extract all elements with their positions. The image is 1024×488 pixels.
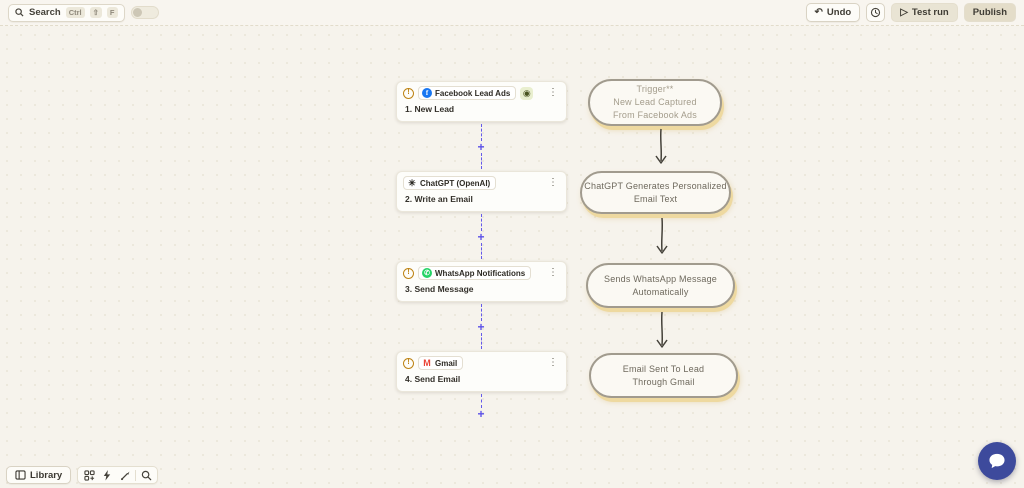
annotation-line: Automatically [632, 286, 689, 297]
whatsapp-icon: ✆ [422, 268, 432, 278]
undo-label: Undo [826, 7, 852, 18]
undo-icon: ↶ [814, 6, 823, 18]
annotation-whatsapp: Sends WhatsApp Message Automatically [586, 263, 735, 308]
annotation-trigger: Trigger** New Lead Captured From Faceboo… [588, 79, 722, 126]
step-card-whatsapp[interactable]: ! ✆ WhatsApp Notifications ⋮ 3. Send Mes… [396, 261, 567, 302]
wand-icon [120, 471, 130, 480]
chat-bubble-icon [989, 453, 1005, 469]
connector-4: + [474, 394, 488, 420]
app-pill-chatgpt[interactable]: ✳ ChatGPT (OpenAI) [403, 176, 497, 190]
app-pill-gmail[interactable]: M Gmail [418, 356, 464, 370]
openai-icon: ✳ [408, 177, 416, 188]
gmail-icon: M [423, 358, 431, 368]
topbar-toggle[interactable] [130, 6, 159, 19]
facebook-icon: f [422, 88, 432, 98]
step-title: 3. Send Message [405, 284, 474, 294]
toggle-knob [132, 8, 142, 17]
keycap-shift: ⇧ [89, 7, 102, 18]
step-menu-icon[interactable]: ⋮ [548, 267, 558, 278]
step-card-chatgpt[interactable]: ✳ ChatGPT (OpenAI) ⋮ 2. Write an Email [396, 171, 567, 212]
step-menu-icon[interactable]: ⋮ [548, 87, 558, 98]
connector-1: + [474, 124, 488, 169]
add-step-button[interactable]: + [477, 139, 485, 154]
instant-trigger-icon: ◉ [520, 86, 534, 100]
search-icon [15, 8, 24, 17]
app-pill-facebook[interactable]: f Facebook Lead Ads [418, 86, 517, 100]
step-menu-icon[interactable]: ⋮ [548, 357, 558, 368]
history-icon [871, 7, 881, 18]
dashed-line [480, 214, 482, 231]
chat-widget-button[interactable] [978, 442, 1016, 480]
add-step-button[interactable]: + [477, 407, 485, 421]
dashed-line [480, 332, 482, 349]
dashed-line [480, 242, 482, 259]
notes-tool-button[interactable] [117, 468, 133, 482]
step-menu-icon[interactable]: ⋮ [548, 177, 558, 188]
annotation-line: New Lead Captured [613, 97, 697, 107]
library-label: Library [30, 469, 63, 481]
warning-icon: ! [403, 267, 414, 279]
annotation-line: Email Sent To Lead [622, 363, 705, 374]
step-title: 1. New Lead [405, 104, 455, 114]
app-name: Gmail [435, 358, 458, 368]
annotation-line: From Facebook Ads [613, 110, 697, 120]
lightning-icon [104, 469, 111, 481]
warning-icon: ! [403, 87, 414, 99]
add-step-button[interactable]: + [477, 229, 485, 244]
app-name: WhatsApp Notifications [435, 268, 526, 278]
grid-add-icon [84, 469, 95, 481]
step-card-facebook-lead-ads[interactable]: ! f Facebook Lead Ads ◉ ⋮ 1. New Lead [396, 81, 567, 122]
step-title: 4. Send Email [405, 374, 461, 384]
test-run-label: Test run [911, 7, 949, 18]
magnifier-icon [141, 470, 152, 480]
test-run-button[interactable]: ▷ Test run [891, 3, 958, 22]
apps-grid-button[interactable] [81, 468, 97, 482]
app-name: ChatGPT (OpenAI) [420, 178, 491, 188]
down-arrow-icon [655, 128, 667, 164]
annotation-gmail: Email Sent To Lead Through Gmail [589, 353, 738, 398]
down-arrow-icon [656, 311, 668, 348]
annotation-chatgpt: ChatGPT Generates Personalized Email Tex… [580, 171, 731, 214]
annotation-line: Through Gmail [632, 376, 695, 387]
annotation-line: Trigger** [636, 84, 674, 94]
annotation-line: ChatGPT Generates Personalized [584, 180, 727, 191]
app-pill-whatsapp[interactable]: ✆ WhatsApp Notifications [418, 266, 532, 280]
keycap-ctrl: Ctrl [65, 7, 85, 18]
history-button[interactable] [866, 3, 886, 22]
publish-label: Publish [972, 7, 1007, 18]
step-card-gmail[interactable]: ! M Gmail ⋮ 4. Send Email [396, 351, 567, 392]
dashed-line [480, 304, 482, 321]
dashed-line [480, 152, 482, 169]
connector-3: + [474, 304, 488, 349]
play-icon: ▷ [900, 6, 908, 18]
zoom-button[interactable] [138, 468, 154, 482]
dashed-line [480, 394, 482, 408]
top-toolbar: Search Ctrl ⇧ F ↶ Undo ▷ Test run [0, 0, 1024, 26]
canvas-tools [77, 466, 159, 484]
toolbar-divider [135, 469, 137, 481]
keycap-f: F [106, 7, 118, 18]
step-title: 2. Write an Email [405, 194, 473, 204]
search-label: Search [29, 7, 61, 18]
path-tool-button[interactable] [99, 468, 115, 482]
bottom-toolbar: Library [6, 466, 159, 484]
search-button[interactable]: Search Ctrl ⇧ F [8, 3, 125, 22]
warning-icon: ! [403, 357, 414, 369]
app-name: Facebook Lead Ads [435, 88, 511, 98]
library-button[interactable]: Library [6, 466, 72, 484]
annotation-line: Email Text [633, 193, 678, 204]
add-step-button[interactable]: + [477, 319, 485, 334]
dashed-line [480, 124, 482, 141]
publish-button[interactable]: Publish [963, 3, 1016, 22]
library-icon [15, 470, 26, 480]
undo-button[interactable]: ↶ Undo [805, 3, 861, 22]
connector-2: + [474, 214, 488, 259]
down-arrow-icon [656, 217, 668, 254]
annotation-line: Sends WhatsApp Message [604, 273, 717, 284]
